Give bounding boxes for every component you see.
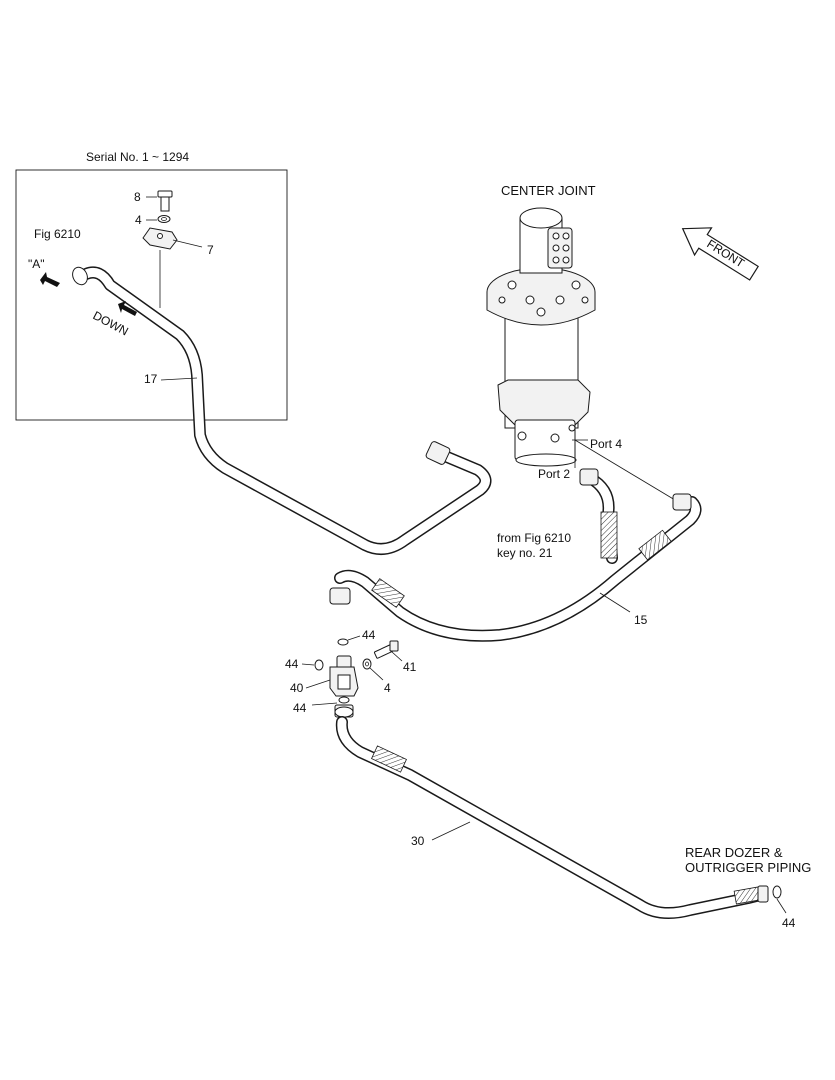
callout-44c: 44 [293, 701, 307, 715]
washer-4 [157, 215, 171, 223]
hose-30 [335, 716, 769, 920]
callout-44b: 44 [285, 657, 299, 671]
oring-44b [314, 659, 324, 671]
tee-fitting-40 [329, 655, 359, 718]
callout-44a: 44 [362, 628, 376, 642]
oring-44c [338, 696, 350, 704]
callout-30: 30 [411, 834, 425, 848]
clamp-7 [142, 227, 178, 250]
callout-4a: 4 [135, 213, 142, 227]
bolt-8 [157, 190, 173, 212]
rear-dozer-line1: REAR DOZER & [685, 845, 783, 860]
callout-4b: 4 [384, 681, 391, 695]
callout-41: 41 [403, 660, 417, 674]
serial-label: Serial No. 1 ~ 1294 [86, 150, 189, 164]
rear-dozer-line2: OUTRIGGER PIPING [685, 860, 811, 875]
oring-44d [772, 885, 782, 899]
from-fig-line2: key no. 21 [497, 546, 553, 560]
hose-15 [329, 493, 702, 642]
callout-40: 40 [290, 681, 304, 695]
oring-44a [337, 638, 349, 646]
bolt-41 [373, 640, 399, 659]
view-a-label: "A" [28, 257, 45, 271]
center-joint-label: CENTER JOINT [501, 183, 596, 198]
port2-label: Port 2 [538, 467, 570, 481]
serial-inset-box [15, 169, 288, 421]
callout-44d: 44 [782, 916, 796, 930]
washer-4b [362, 658, 372, 670]
front-arrow-icon [681, 227, 759, 281]
from-fig-line1: from Fig 6210 [497, 531, 571, 545]
down-arrow-icon [118, 301, 137, 316]
callout-17: 17 [144, 372, 158, 386]
down-label: DOWN [91, 308, 131, 338]
pipe-17 [72, 266, 492, 555]
port4-label: Port 4 [590, 437, 622, 451]
callout-8: 8 [134, 190, 141, 204]
hose-from-fig6210 [579, 468, 618, 564]
callout-15: 15 [634, 613, 648, 627]
view-a-arrow-icon [40, 272, 60, 287]
center-joint [486, 207, 596, 467]
callout-7: 7 [207, 243, 214, 257]
fig-ref-label: Fig 6210 [34, 227, 81, 241]
